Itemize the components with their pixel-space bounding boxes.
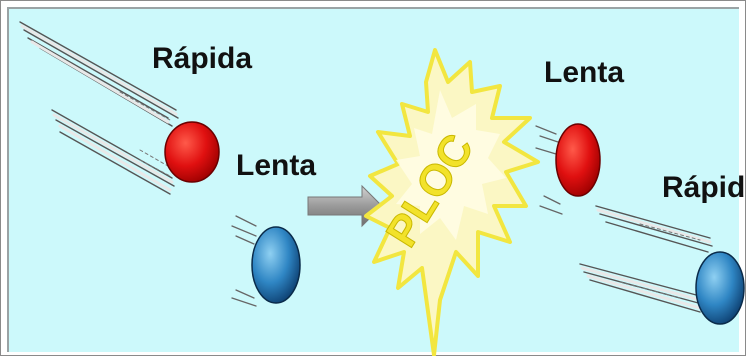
blue-ball-icon [252, 227, 300, 303]
red-ball-icon [165, 122, 219, 182]
speed-lines-icon [580, 206, 712, 312]
slow-ball-label-before: Lenta [236, 149, 316, 182]
red-ball-icon [556, 124, 600, 196]
impact-burst-icon [366, 50, 538, 355]
fast-ball-label-after: Rápida [662, 171, 746, 204]
blue-ball-icon [696, 252, 744, 324]
slow-ball-label-after: Lenta [544, 56, 624, 89]
fast-ball-label-before: Rápida [152, 42, 252, 75]
